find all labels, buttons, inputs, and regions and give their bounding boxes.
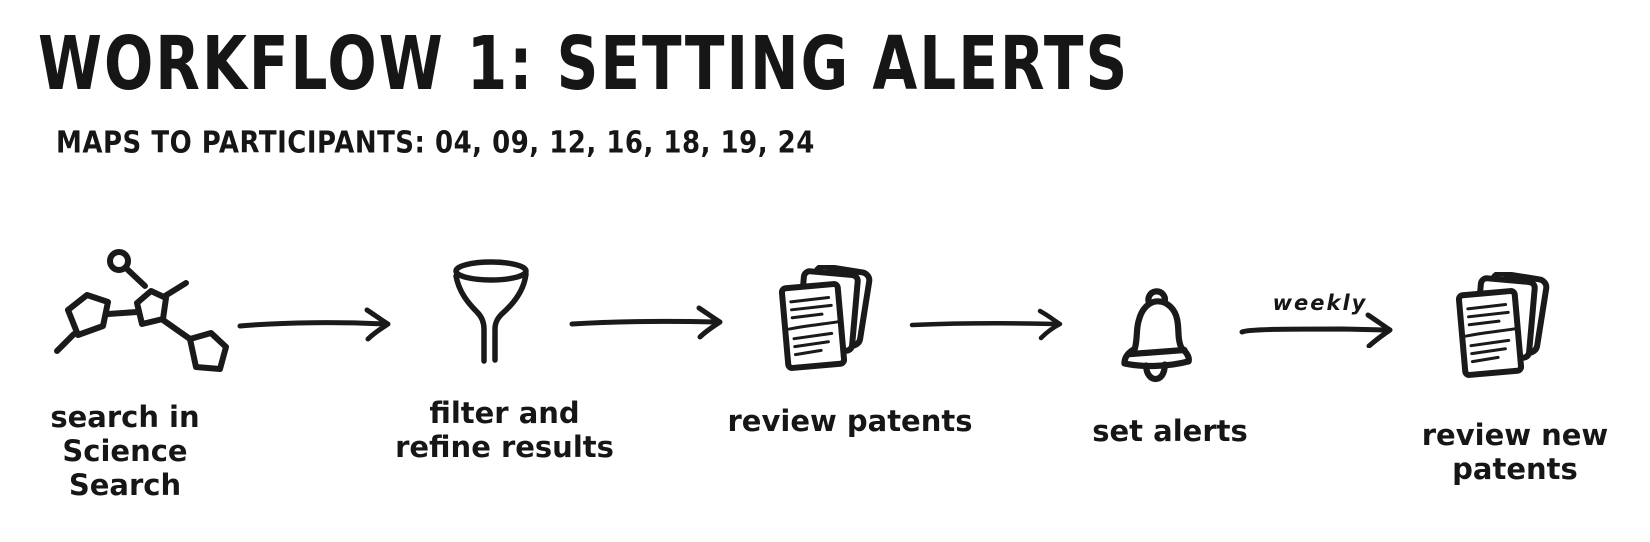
step-label-review-patents: review patents <box>727 404 973 438</box>
participants-subtitle: MAPS TO PARTICIPANTS: 04, 09, 12, 16, 18… <box>56 126 815 161</box>
weekly-label: weekly <box>1272 291 1368 315</box>
flow-arrow <box>908 304 1078 342</box>
molecule-icon <box>50 248 250 383</box>
step-label-set-alerts: set alerts <box>1092 414 1248 448</box>
step-label-filter: filter and refine results <box>395 396 614 465</box>
page-title: WORKFLOW 1: SETTING ALERTS <box>38 20 1130 108</box>
step-label-search: search in Science Search <box>50 400 200 503</box>
funnel-icon <box>448 258 538 373</box>
documents-icon <box>775 265 875 377</box>
documents-icon <box>1452 272 1552 384</box>
flow-arrow <box>568 302 738 340</box>
step-label-review-new-patents: review new patents <box>1421 418 1609 487</box>
flow-arrow <box>236 304 406 342</box>
flow-arrow-weekly <box>1238 310 1408 349</box>
bell-icon <box>1112 286 1200 386</box>
